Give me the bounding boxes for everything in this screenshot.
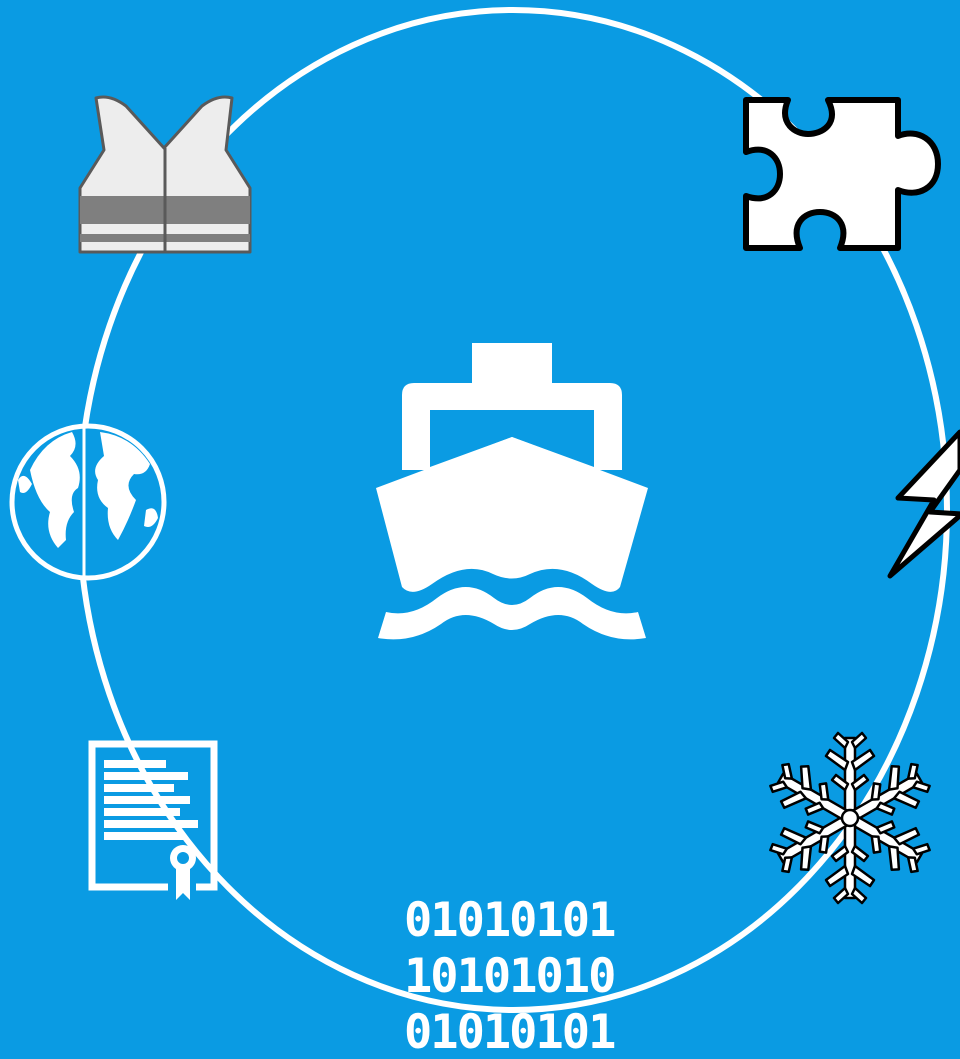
life-vest-icon xyxy=(78,95,252,254)
lightning-bolt-icon xyxy=(887,429,960,579)
binary-line: 01010101 xyxy=(404,893,616,948)
snowflake-icon xyxy=(763,731,937,905)
binary-line: 01010101 xyxy=(404,1005,616,1059)
certificate-icon xyxy=(88,740,218,900)
globe-icon xyxy=(9,423,167,581)
puzzle-piece-icon xyxy=(743,97,941,251)
binary-code-icon: 01010101 10101010 01010101 xyxy=(404,893,616,1059)
binary-line: 10101010 xyxy=(404,949,616,1004)
ship-icon xyxy=(376,343,648,640)
